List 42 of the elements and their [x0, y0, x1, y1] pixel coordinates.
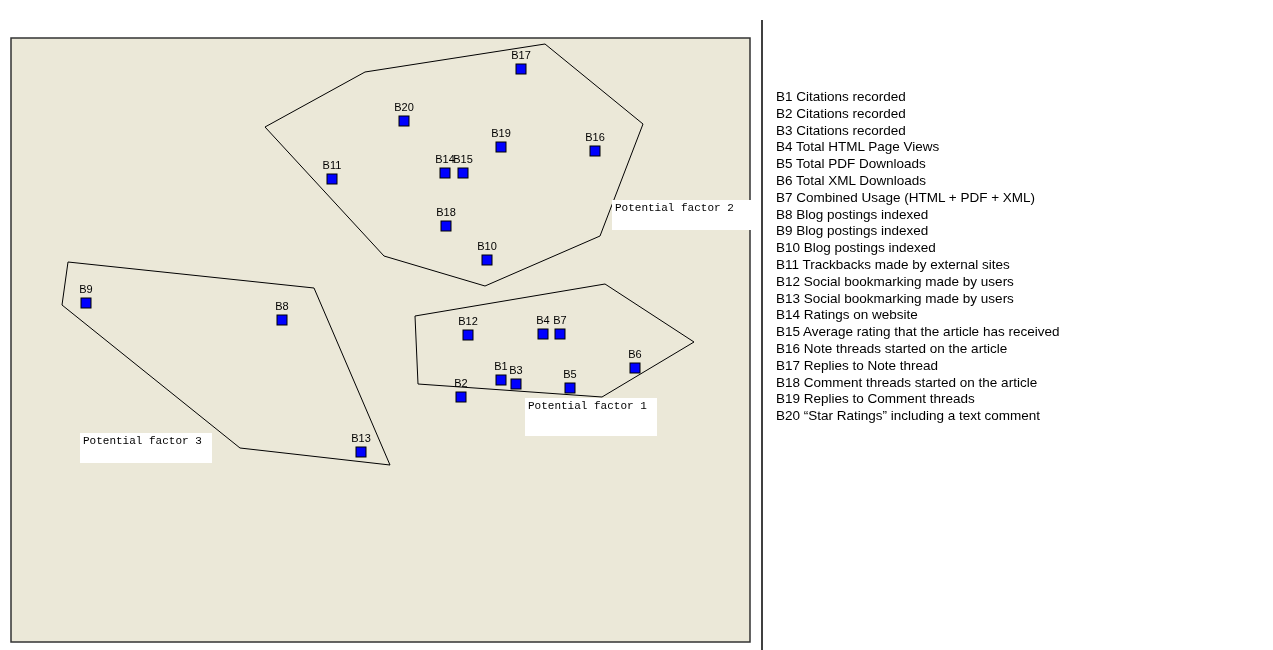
- key-entry: B7 Combined Usage (HTML + PDF + XML): [776, 189, 1036, 205]
- point-label: B12: [458, 315, 478, 327]
- key-entry: B10 Blog postings indexed: [776, 240, 936, 256]
- key-entry: B1 Citations recorded: [776, 89, 906, 104]
- point-label: B2: [454, 377, 468, 389]
- point-label: B9: [79, 283, 93, 295]
- point-label: B4: [536, 314, 550, 326]
- key-entry: B4 Total HTML Page Views: [776, 139, 940, 155]
- point-label: B18: [436, 206, 456, 218]
- key-entry: B12 Social bookmarking made by users: [776, 273, 1014, 289]
- point-label: B14: [435, 153, 455, 165]
- key-entry: B9 Blog postings indexed: [776, 223, 929, 239]
- point-label: B5: [563, 368, 577, 380]
- key-entry: B5 Total PDF Downloads: [776, 156, 926, 172]
- key-entry: B11 Trackbacks made by external sites: [776, 257, 1010, 272]
- point-label: B17: [511, 49, 531, 61]
- factor-label: Potential factor 1: [525, 398, 657, 436]
- key-entry: B6 Total XML Downloads: [776, 173, 927, 188]
- point-label: B10: [477, 240, 497, 252]
- key-entry: B17 Replies to Note thread: [776, 357, 939, 373]
- point-label: B1: [494, 360, 508, 372]
- point-label: B8: [275, 300, 289, 312]
- key-entry: B2 Citations recorded: [776, 105, 906, 121]
- point-label: B20: [394, 101, 414, 113]
- key-entry: B3 Citations recorded: [776, 122, 906, 138]
- key-entry: B8 Blog postings indexed: [776, 206, 929, 222]
- point-label: B3: [509, 364, 523, 376]
- key-entry: B15 Average rating that the article has received: [776, 324, 1060, 340]
- point-label: B16: [585, 131, 605, 143]
- key-entry: B20 “Star Ratings” including a text comment: [776, 408, 1041, 424]
- point-label: B13: [351, 432, 371, 444]
- key-entry: B13 Social bookmarking made by users: [776, 290, 1014, 306]
- key-entry: B18 Comment threads started on the article: [776, 374, 1038, 390]
- point-label: B6: [628, 348, 642, 360]
- point-label: B11: [322, 159, 342, 171]
- point-label: B19: [491, 127, 511, 139]
- key-entry: B14 Ratings on website: [776, 307, 918, 323]
- point-label: B7: [553, 314, 567, 326]
- key-entry: B19 Replies to Comment threads: [776, 391, 975, 407]
- key-entry: B16 Note threads started on the article: [776, 341, 1008, 356]
- factor-label: Potential factor 3: [80, 433, 212, 463]
- point-label: B15: [453, 153, 473, 165]
